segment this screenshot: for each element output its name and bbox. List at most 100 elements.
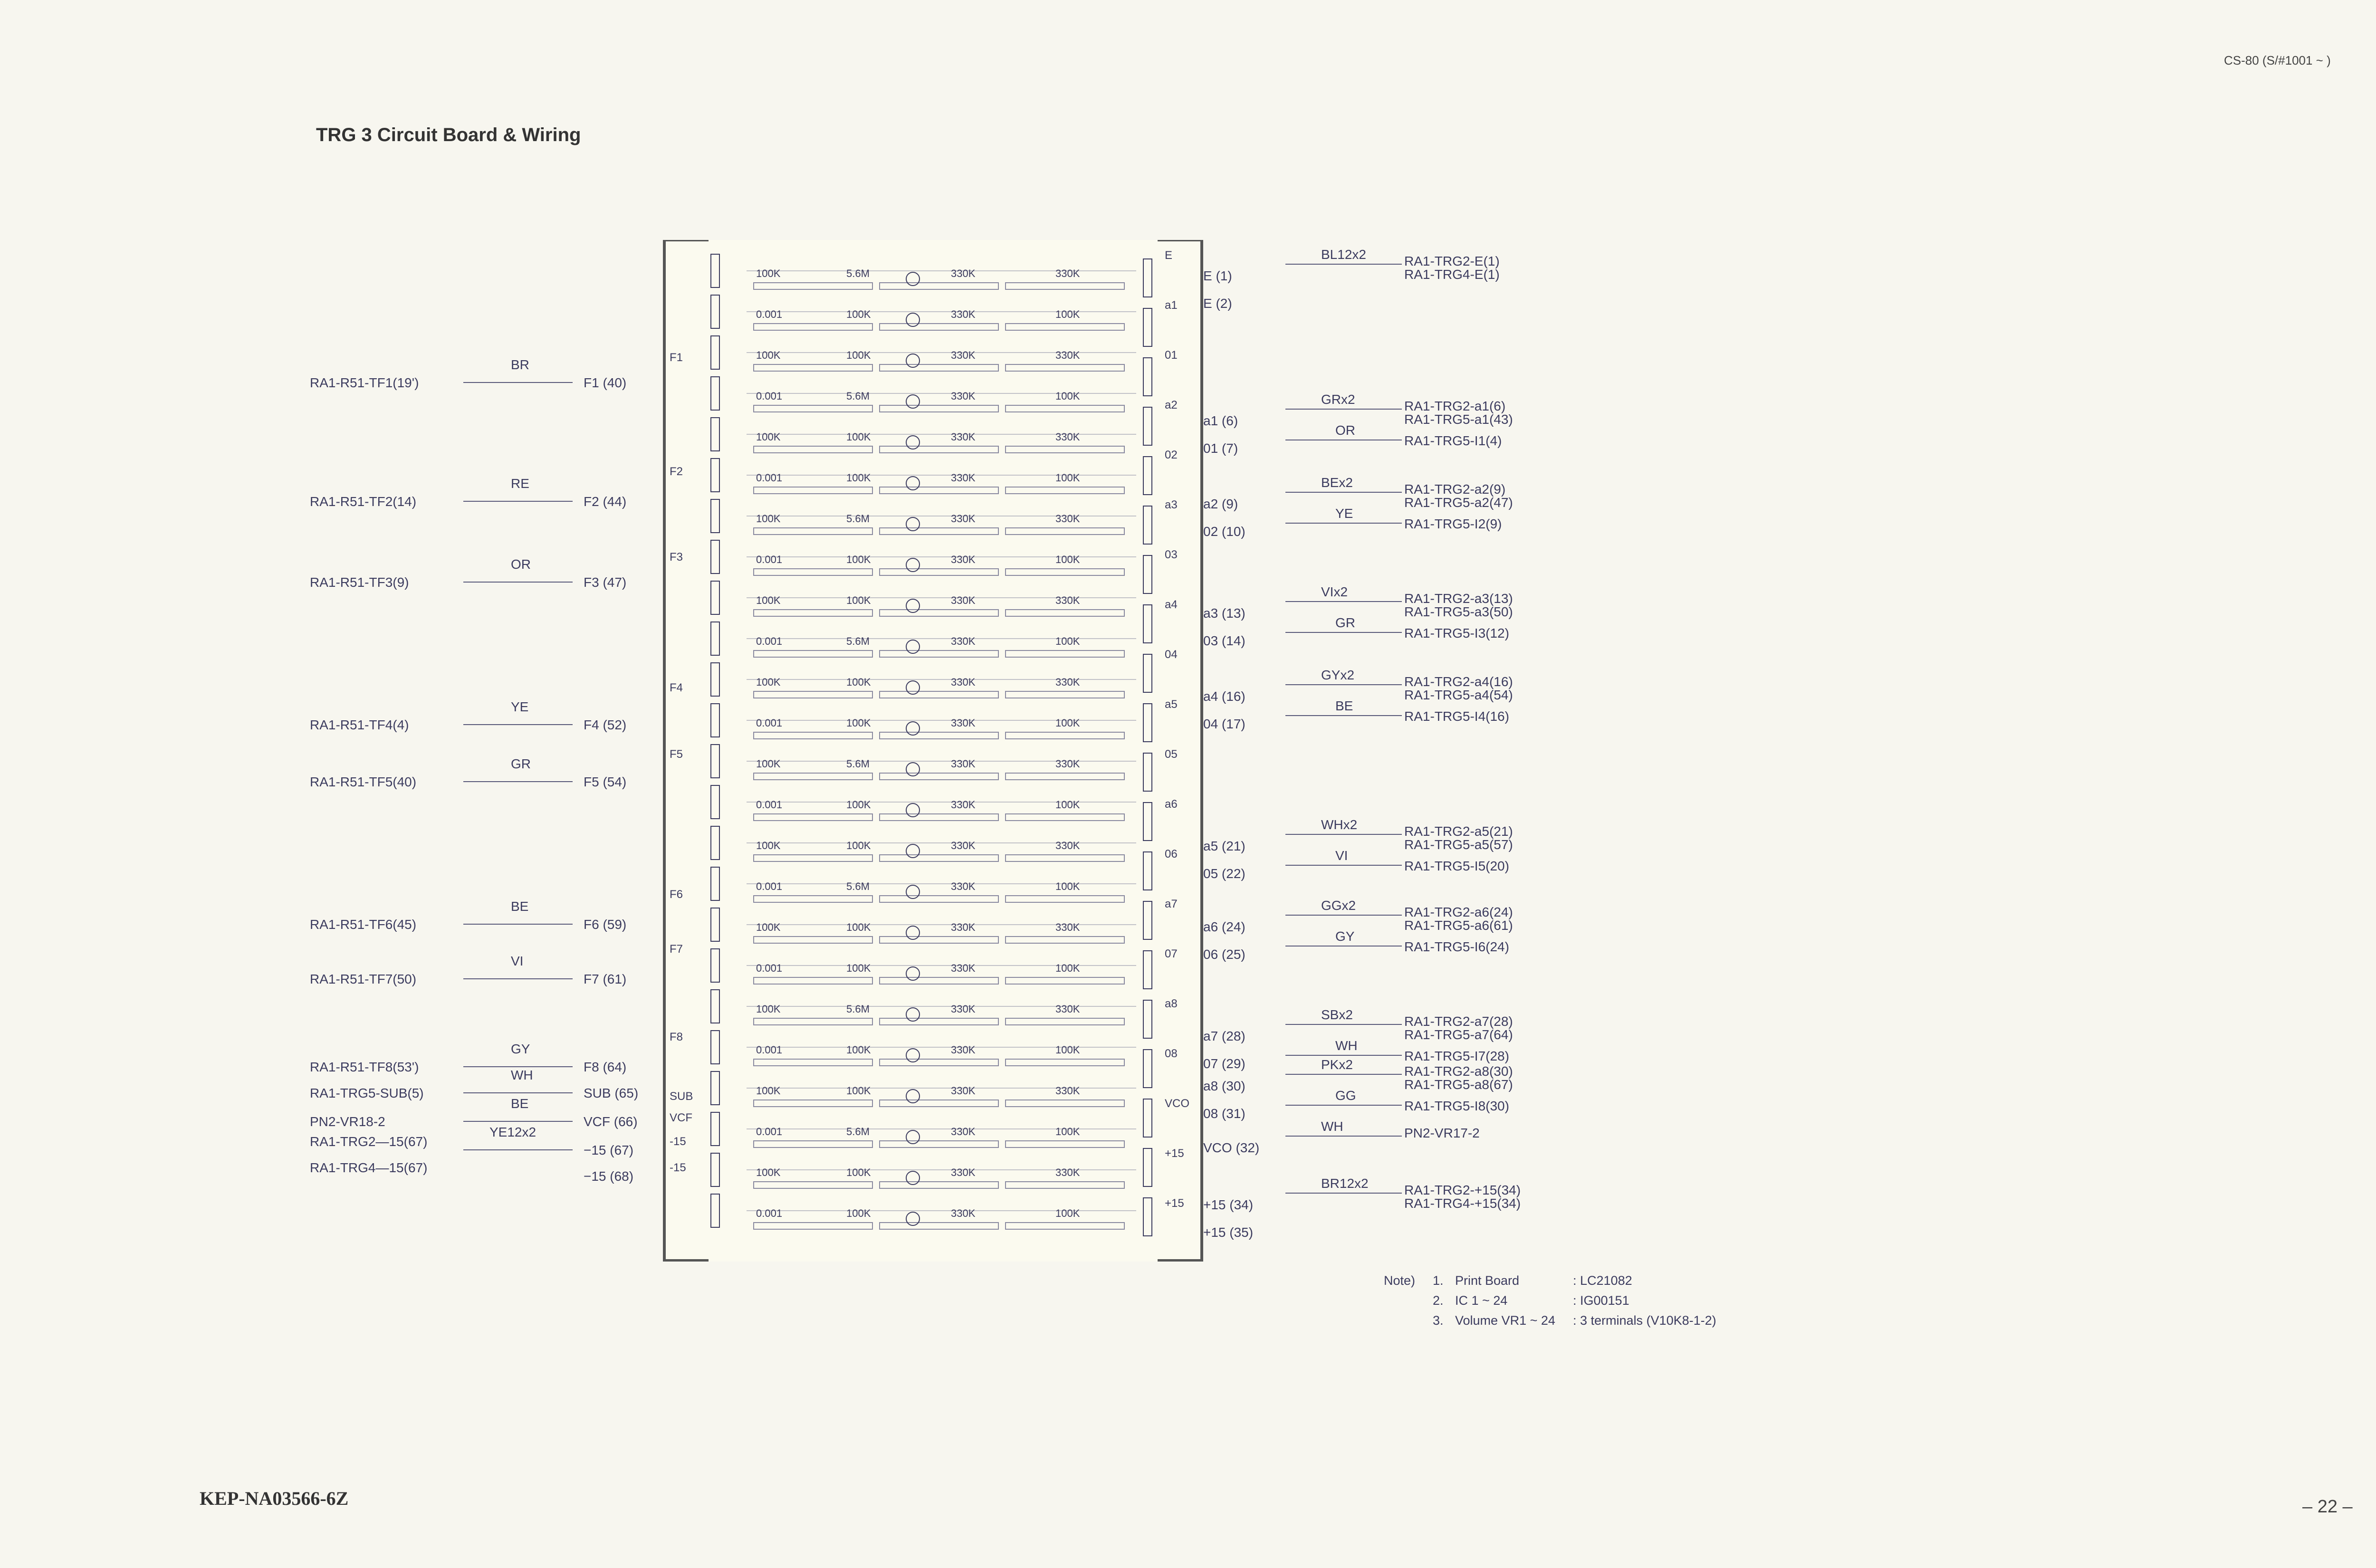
ic-package (1005, 323, 1125, 331)
wire-line (1285, 1193, 1402, 1194)
component-label: 330K (1055, 1003, 1080, 1015)
volume-vr (710, 744, 720, 778)
wire-pin: F7 (61) (584, 972, 627, 986)
volume-vr (710, 581, 720, 615)
volume-vr (710, 1071, 720, 1105)
component-label: 100K (846, 349, 871, 361)
wire-destination: RA1-TRG2-+15(34) (1404, 1183, 1521, 1197)
component-label: 100K (1055, 717, 1080, 729)
component-label: 100K (756, 1166, 781, 1178)
component-label: 0.001 (756, 390, 782, 402)
board-pad-label: 05 (1165, 748, 1178, 761)
wire-color-code: BL12x2 (1321, 247, 1366, 262)
wire-source: RA1-R51-TF2(14) (310, 494, 417, 509)
wire-pin: F6 (59) (584, 917, 627, 932)
wire-line (463, 1121, 573, 1122)
component-label: 100K (846, 554, 871, 565)
component-label: 330K (951, 840, 976, 851)
ic-package (753, 936, 873, 944)
ic-package (1005, 282, 1125, 290)
board-pad-label: F5 (670, 748, 683, 761)
wire-line (1285, 915, 1402, 916)
wire-destination: RA1-TRG5-a7(64) (1404, 1027, 1513, 1042)
component-label: 330K (1055, 513, 1080, 525)
ic-package (1005, 487, 1125, 494)
volume-vr (1143, 851, 1152, 890)
ic-package (753, 609, 873, 617)
wire-source: RA1-R51-TF1(19') (310, 375, 419, 390)
wire-color-code: RE (511, 476, 529, 491)
ic-package (753, 1059, 873, 1066)
wire-line (463, 781, 573, 782)
wire-pin: F3 (47) (584, 575, 627, 590)
wire-destination: RA1-TRG5-I3(12) (1404, 626, 1509, 641)
volume-vr (710, 867, 720, 901)
volume-vr (710, 1030, 720, 1064)
ic-package (753, 773, 873, 780)
board-pad-label: VCO (1165, 1097, 1189, 1110)
volume-vr (710, 540, 720, 574)
ic-number-marker (906, 476, 920, 490)
wire-destination: RA1-TRG5-a4(54) (1404, 688, 1513, 702)
ic-package (753, 527, 873, 535)
wire-color-code: VIx2 (1321, 584, 1348, 599)
board-pad-label: a4 (1165, 598, 1178, 611)
volume-vr (1143, 308, 1152, 347)
ic-number-marker (906, 313, 920, 327)
wire-source: RA1-R51-TF5(40) (310, 774, 417, 789)
ic-package (1005, 1018, 1125, 1025)
wire-pin: −15 (67) (584, 1143, 634, 1157)
wire-line (1285, 632, 1402, 633)
ic-number-marker (906, 844, 920, 858)
connector-pin: a1 (6) (1203, 413, 1238, 428)
volume-vr (1143, 258, 1152, 297)
ic-package (1005, 813, 1125, 821)
component-label: 5.6M (846, 880, 870, 892)
wire-destination: RA1-TRG5-a1(43) (1404, 412, 1513, 427)
ic-package (753, 650, 873, 658)
component-label: 0.001 (756, 962, 782, 974)
component-label: 330K (1055, 1166, 1080, 1178)
note-number: 3. (1433, 1313, 1444, 1328)
ic-package (879, 854, 999, 862)
wire-color-code: VI (1335, 848, 1348, 863)
wire-color-code: BR (511, 357, 529, 372)
component-label: 100K (756, 921, 781, 933)
board-pad-label: -15 (670, 1135, 686, 1148)
wire-destination: RA1-TRG2-a3(13) (1404, 591, 1513, 606)
ic-number-marker (906, 1171, 920, 1185)
volume-vr (710, 785, 720, 819)
connector-pin: 07 (29) (1203, 1056, 1245, 1071)
board-pad-label: 06 (1165, 848, 1178, 860)
ic-number-marker (906, 762, 920, 776)
wire-destination: RA1-TRG4-+15(34) (1404, 1196, 1521, 1211)
wire-line (463, 924, 573, 925)
ic-package (1005, 1181, 1125, 1189)
wire-color-code: YE (511, 699, 529, 714)
component-label: 0.001 (756, 1207, 782, 1219)
component-label: 330K (1055, 840, 1080, 851)
volume-vr (1143, 357, 1152, 396)
ic-package (879, 691, 999, 698)
wire-line (1285, 523, 1402, 524)
note-label: Note) (1384, 1273, 1416, 1288)
note-name: Print Board (1455, 1273, 1520, 1288)
wire-line (1285, 1105, 1402, 1106)
component-label: 330K (951, 513, 976, 525)
volume-vr (710, 1112, 720, 1146)
connector-pin: a7 (28) (1203, 1029, 1245, 1043)
component-label: 100K (846, 921, 871, 933)
component-label: 0.001 (756, 1126, 782, 1138)
connector-pin: +15 (34) (1203, 1197, 1254, 1212)
component-label: 5.6M (846, 1003, 870, 1015)
document-code: KEP-NA03566-6Z (200, 1488, 349, 1509)
component-label: 330K (951, 880, 976, 892)
wire-color-code: VI (511, 954, 524, 968)
ic-package (1005, 650, 1125, 658)
ic-package (753, 854, 873, 862)
board-pad-label: a1 (1165, 299, 1178, 312)
ic-package (879, 364, 999, 372)
ic-number-marker (906, 926, 920, 940)
component-label: 330K (1055, 431, 1080, 443)
wire-color-code: GRx2 (1321, 392, 1355, 407)
